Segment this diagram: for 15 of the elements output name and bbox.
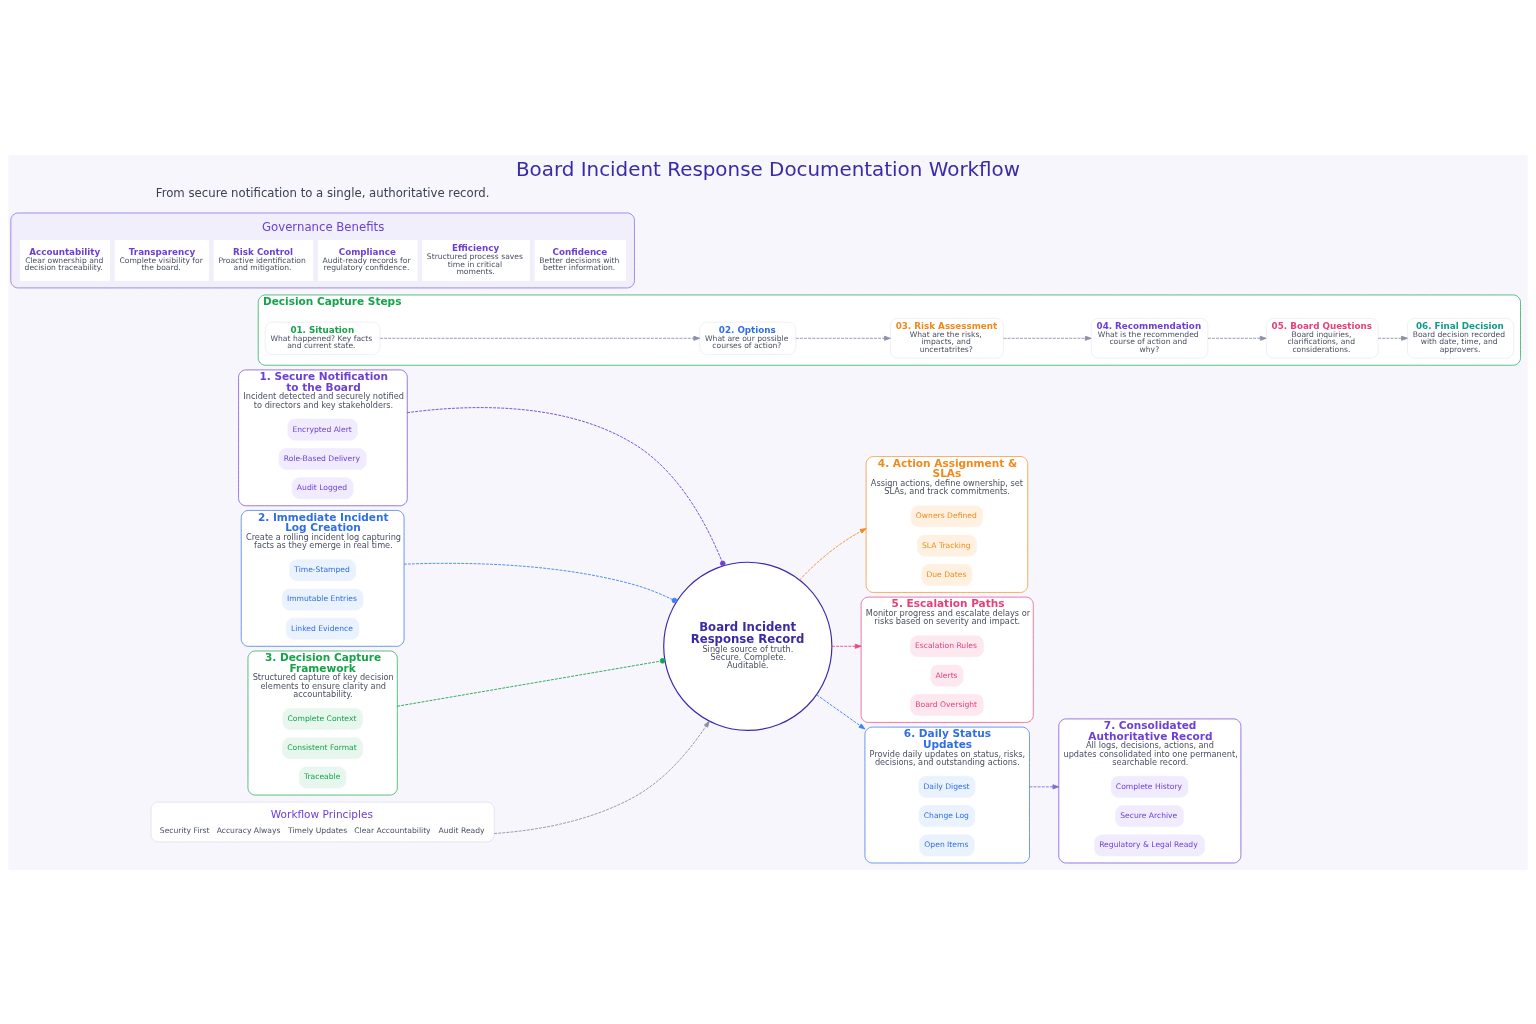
connector	[403, 562, 678, 603]
diagram-title: Board Incident Response Documentation Workflow	[515, 157, 1021, 181]
label: From secure notification to a single, authoritative record.	[155, 185, 490, 200]
arrow	[799, 527, 867, 580]
arrow	[795, 335, 891, 341]
arrow	[1207, 335, 1267, 341]
arrow	[379, 335, 701, 341]
arrow	[816, 693, 866, 729]
arrow	[1003, 335, 1092, 341]
connector	[396, 657, 666, 707]
arrow	[1029, 783, 1060, 789]
arrow	[831, 643, 862, 649]
arrow	[1377, 335, 1408, 341]
connector	[406, 406, 726, 566]
arrow	[493, 720, 710, 834]
